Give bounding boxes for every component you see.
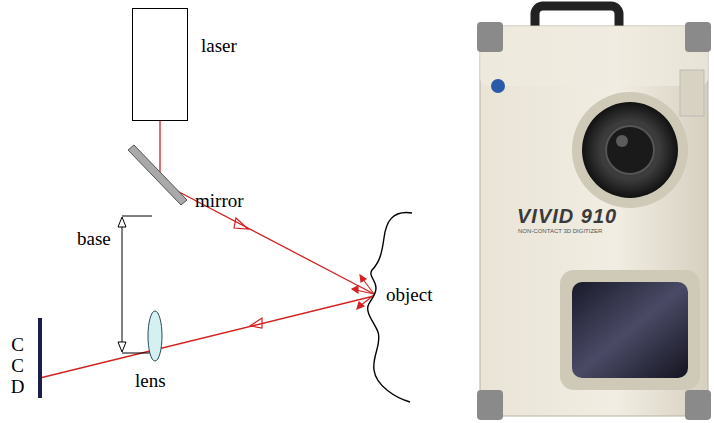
part-label: mirror — [195, 190, 244, 212]
scatter-arrows — [352, 275, 374, 309]
part-label: lens — [135, 370, 166, 392]
object-surface — [368, 213, 412, 402]
sensor-label: CCD — [8, 335, 27, 398]
mirror-plate — [128, 145, 187, 205]
return-beam — [40, 296, 374, 378]
lens-shape — [148, 311, 162, 361]
part-label: object — [386, 284, 432, 306]
part-label: base — [77, 228, 111, 250]
laser-box: laser — [132, 8, 188, 121]
device-text: NON-CONTACT 3D DIGITIZER — [518, 228, 602, 235]
beam-arrowhead — [250, 318, 262, 328]
beam-arrowhead — [234, 218, 248, 229]
base-dimension — [118, 216, 152, 353]
scanner-photo — [477, 6, 711, 420]
device-text: VIVID 910 — [517, 205, 617, 228]
laser-beam — [160, 182, 374, 294]
part-label: laser — [201, 35, 237, 57]
ccd-sensor — [38, 318, 42, 398]
